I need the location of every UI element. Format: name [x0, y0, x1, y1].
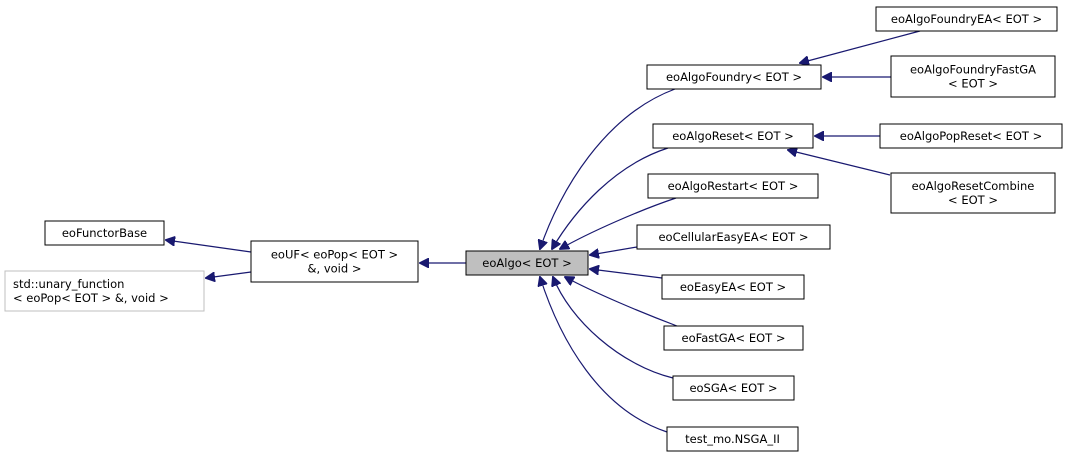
class-node-eoAlgo: eoAlgo< EOT >	[465, 250, 589, 276]
node-box	[666, 426, 799, 452]
node-box	[250, 240, 419, 283]
edge-eoCellularEasyEA-to-eoAlgo	[590, 246, 638, 255]
edge-test_mo_NSGA_II-to-eoAlgo	[540, 277, 668, 433]
node-label: < eoPop< EOT > &, void >	[13, 291, 169, 305]
node-box	[647, 173, 819, 199]
edge-eoSGA-to-eoAlgo	[553, 277, 674, 379]
node-box	[646, 64, 822, 90]
edge-eoAlgoRestart-to-eoAlgo	[560, 197, 677, 249]
node-label: eoCellularEasyEA< EOT >	[658, 230, 808, 244]
edge-eoUF-to-eoFunctorBase	[166, 240, 252, 253]
class-node-eoFunctorBase[interactable]: eoFunctorBase	[44, 220, 165, 246]
node-label: < EOT >	[948, 193, 998, 207]
node-label: eoAlgoResetCombine	[912, 179, 1035, 193]
class-node-eoAlgoFoundry[interactable]: eoAlgoFoundry< EOT >	[646, 64, 822, 90]
node-label: eoAlgoFoundryFastGA	[910, 63, 1036, 77]
class-node-eoFastGA[interactable]: eoFastGA< EOT >	[663, 325, 804, 351]
node-label: eoAlgoReset< EOT >	[672, 129, 794, 143]
node-label: test_mo.NSGA_II	[685, 432, 780, 446]
edge-eoAlgoReset-to-eoAlgo	[552, 147, 669, 249]
node-box	[661, 274, 805, 300]
class-node-eoAlgoFoundryFastGA[interactable]: eoAlgoFoundryFastGA< EOT >	[890, 55, 1056, 98]
node-box	[879, 123, 1063, 149]
node-box	[890, 55, 1056, 98]
node-box	[4, 270, 205, 312]
class-node-eoAlgoRestart[interactable]: eoAlgoRestart< EOT >	[647, 173, 819, 199]
node-label: eoUF< eoPop< EOT >	[271, 248, 398, 262]
node-label: eoFunctorBase	[62, 226, 147, 240]
class-node-test_mo_NSGA_II[interactable]: test_mo.NSGA_II	[666, 426, 799, 452]
edge-eoAlgoFoundry-to-eoAlgo	[540, 88, 676, 249]
node-label: std::unary_function	[13, 277, 124, 291]
class-node-eoSGA[interactable]: eoSGA< EOT >	[672, 375, 795, 401]
node-label: eoAlgoFoundry< EOT >	[666, 70, 802, 84]
class-node-eoAlgoResetCombine[interactable]: eoAlgoResetCombine< EOT >	[890, 172, 1056, 214]
node-label: < EOT >	[948, 77, 998, 91]
edge-eoUF-to-std_unary_function	[206, 271, 252, 278]
node-box	[44, 220, 165, 246]
node-label: eoSGA< EOT >	[689, 381, 777, 395]
class-node-eoAlgoReset[interactable]: eoAlgoReset< EOT >	[652, 123, 814, 149]
node-label: eoFastGA< EOT >	[682, 331, 786, 345]
node-box	[663, 325, 804, 351]
edge-eoFastGA-to-eoAlgo	[565, 277, 678, 327]
node-label: eoAlgoRestart< EOT >	[668, 179, 799, 193]
node-label: eoAlgoPopReset< EOT >	[900, 129, 1042, 143]
edges	[166, 30, 921, 433]
node-box	[652, 123, 814, 149]
edge-eoAlgoResetCombine-to-eoAlgoReset	[788, 150, 891, 176]
node-label: eoAlgo< EOT >	[482, 256, 571, 270]
node-box	[672, 375, 795, 401]
edge-eoAlgoFoundryEA-to-eoAlgoFoundry	[800, 30, 921, 63]
node-box	[875, 6, 1058, 32]
node-box	[890, 172, 1056, 214]
class-node-eoAlgoPopReset[interactable]: eoAlgoPopReset< EOT >	[879, 123, 1063, 149]
node-box	[465, 250, 589, 276]
node-label: &, void >	[308, 262, 362, 276]
class-node-eoUF[interactable]: eoUF< eoPop< EOT >&, void >	[250, 240, 419, 283]
class-node-eoAlgoFoundryEA[interactable]: eoAlgoFoundryEA< EOT >	[875, 6, 1058, 32]
class-node-eoCellularEasyEA[interactable]: eoCellularEasyEA< EOT >	[636, 224, 831, 250]
class-node-std_unary_function[interactable]: std::unary_function< eoPop< EOT > &, voi…	[4, 270, 205, 312]
class-node-eoEasyEA[interactable]: eoEasyEA< EOT >	[661, 274, 805, 300]
node-label: eoAlgoFoundryEA< EOT >	[891, 12, 1042, 26]
node-box	[636, 224, 831, 250]
node-label: eoEasyEA< EOT >	[680, 280, 786, 294]
edge-eoEasyEA-to-eoAlgo	[590, 269, 663, 279]
